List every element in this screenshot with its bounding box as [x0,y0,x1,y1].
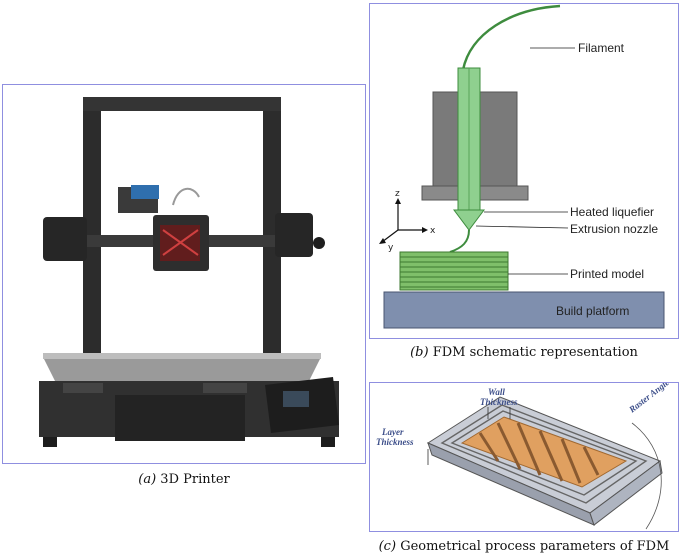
caption-c: (c) Geometrical process parameters of FD… [369,539,679,554]
caption-a: (a) 3D Printer [2,472,366,487]
left-upright [83,103,101,403]
axis-x-label: x [430,226,436,236]
caption-b-text: FDM schematic representation [432,345,638,360]
coordinate-axes [379,198,428,244]
panel-fdm-schematic: Build platform Filament Heated liquefier… [369,3,679,339]
top-beam [83,97,281,111]
parameters-diagram: Wall Thickness Layer Thickness Raster An… [376,383,671,530]
filament-label: Filament [578,41,625,55]
caption-a-tag: (a) [138,472,157,487]
raster-angle-label: Raster Angle [626,383,671,415]
printer-illustration [39,97,339,447]
filament-strand [461,4,561,71]
panel-process-parameters: Wall Thickness Layer Thickness Raster An… [369,382,679,532]
caption-b-tag: (b) [410,345,429,360]
right-upright [263,103,281,403]
caption-a-text: 3D Printer [160,472,230,487]
left-motor-block [43,217,87,261]
print-bed [43,357,321,381]
wall-thickness-label-1: Wall [488,387,505,397]
extrusion-nozzle-label: Extrusion nozzle [570,222,658,236]
layer-thickness-label-1: Layer [381,427,404,437]
caption-c-text: Geometrical process parameters of FDM [400,539,670,554]
caption-c-tag: (c) [378,539,397,554]
nozzle-tip [453,209,485,231]
printed-model-layers [399,251,509,291]
heated-liquefier-label: Heated liquefier [570,205,654,219]
caption-b: (b) FDM schematic representation [369,345,679,360]
fdm-schematic: Build platform Filament Heated liquefier… [379,4,665,329]
panel-3d-printer [2,84,366,464]
layer-thickness-label-2: Thickness [376,437,414,447]
printed-model-label: Printed model [570,267,644,281]
right-motor-block [275,213,313,257]
build-platform-plate [383,291,665,329]
wall-thickness-label-2: Thickness [480,397,518,407]
build-platform-label: Build platform [556,304,629,318]
axis-y-label: y [388,243,394,253]
axis-z-label: z [395,189,400,199]
